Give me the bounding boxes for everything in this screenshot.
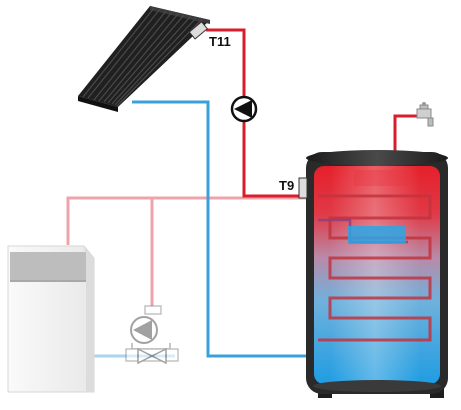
water-tap-icon [416, 102, 434, 127]
pump-valve-group-icon [125, 305, 179, 365]
collector-sensor-label: T11 [209, 34, 231, 49]
solar-collector-icon [78, 6, 210, 112]
collector-sensor-icon [188, 21, 209, 40]
hot-water-outlet-pipe [393, 114, 418, 162]
blue-return-pipe [132, 100, 308, 358]
upper-heat-exchanger [318, 194, 432, 342]
heating-circuit-pipes [66, 196, 308, 358]
tank-sensor-label: T9 [279, 178, 294, 193]
storage-tank-icon [298, 150, 448, 398]
red-flow-pipe [206, 28, 308, 198]
heating-boiler-icon [7, 245, 95, 393]
circulation-pump-icon [230, 95, 258, 123]
tank-sensor-icon [298, 177, 308, 199]
pink-supply-pipe [66, 196, 308, 245]
